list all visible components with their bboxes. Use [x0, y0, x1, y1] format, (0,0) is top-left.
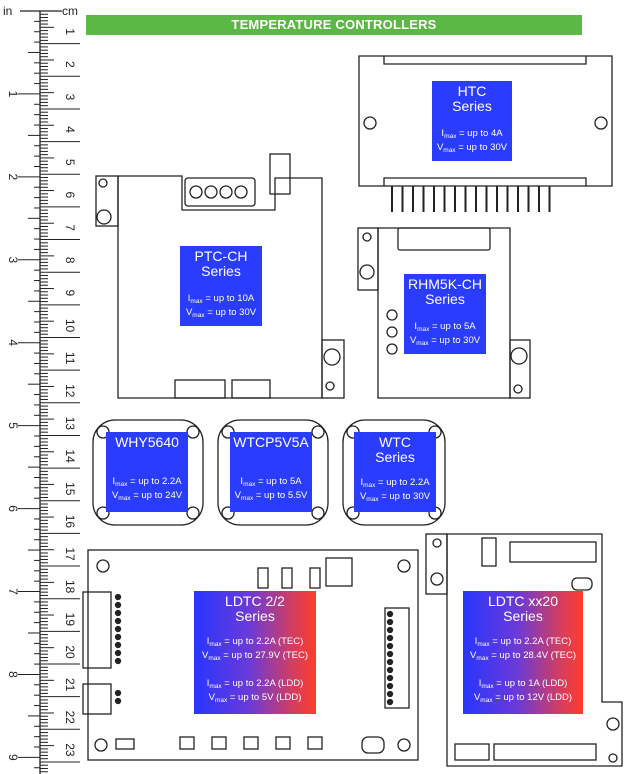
ruler-cm-label: 10 — [63, 319, 77, 333]
htc-module — [358, 55, 613, 212]
ruler-inch-label: 6 — [6, 505, 20, 512]
ruler-inch-label: 3 — [6, 256, 20, 263]
ruler-inch-label: 1 — [6, 91, 20, 98]
section-banner: TEMPERATURE CONTROLLERS — [86, 15, 582, 35]
pin — [386, 650, 394, 658]
ruler-cm-label: 15 — [63, 482, 77, 496]
htc-pins — [391, 186, 551, 212]
ruler-cm-label: 14 — [63, 449, 77, 463]
ruler-cm-label: 18 — [63, 580, 77, 594]
wtcp-module — [217, 419, 329, 526]
pin — [114, 617, 122, 625]
pin — [386, 666, 394, 674]
ruler-cm-label: 13 — [63, 417, 77, 431]
product-label-ldtcxx20: LDTC xx20 Series Imax = up to 2.2A (TEC)… — [463, 591, 583, 714]
ruler-cm-label: 22 — [63, 711, 77, 725]
pin — [386, 634, 394, 642]
product-label-htc: HTC Series Imax = up to 4A Vmax = up to … — [432, 81, 512, 161]
ruler-cm-label: 19 — [63, 613, 77, 627]
pin — [114, 633, 122, 641]
ruler-cm-label: 20 — [63, 645, 77, 659]
ruler-inch-label: 9 — [6, 754, 20, 761]
ruler-inch-label: 8 — [6, 671, 20, 678]
ruler-cm-label: 4 — [63, 126, 77, 133]
pin — [386, 626, 394, 634]
rhm-board — [357, 227, 531, 399]
ruler-cm-label: 6 — [63, 192, 77, 199]
pin — [386, 610, 394, 618]
ruler-cm-label: 8 — [63, 257, 77, 264]
pin — [386, 658, 394, 666]
pin — [386, 618, 394, 626]
ruler-cm-label: 16 — [63, 515, 77, 529]
product-label-ptc: PTC-CH Series Imax = up to 10A Vmax = up… — [180, 246, 262, 326]
ruler-cm-label: 2 — [63, 61, 77, 68]
ruler-inch-unit: in — [3, 4, 12, 18]
product-label-wtcp: WTCP5V5A Imax = up to 5A Vmax = up to 5.… — [230, 432, 312, 512]
pin — [114, 625, 122, 633]
ruler-cm-label: 12 — [63, 384, 77, 398]
pin — [386, 674, 394, 682]
pin — [114, 609, 122, 617]
pin — [114, 657, 122, 665]
pin — [114, 689, 122, 697]
ldtc22-board — [82, 549, 419, 761]
product-label-rhm: RHM5K-CH Series Imax = up to 5A Vmax = u… — [404, 274, 486, 354]
ldtc22-pins-right — [386, 610, 394, 706]
ruler-cm-label: 23 — [63, 743, 77, 757]
ruler-cm-label: 21 — [63, 678, 77, 692]
product-label-ldtc22: LDTC 2/2 Series Imax = up to 2.2A (TEC) … — [194, 591, 316, 714]
ruler-cm-label: 7 — [63, 224, 77, 231]
ruler-cm-label: 1 — [63, 28, 77, 35]
ruler-cm-label: 17 — [63, 547, 77, 561]
ruler-cm-label: 11 — [63, 352, 77, 365]
pin — [386, 642, 394, 650]
ruler-cm-unit: cm — [62, 4, 78, 18]
ruler-cm-label: 3 — [63, 94, 77, 101]
ruler-cm-label: 9 — [63, 290, 77, 297]
ruler-inch-label: 4 — [6, 339, 20, 346]
pin — [114, 649, 122, 657]
ruler-inch-label: 7 — [6, 588, 20, 595]
ldtc22-pins-left — [114, 593, 122, 705]
pin — [114, 697, 122, 705]
pin — [386, 698, 394, 706]
pin — [386, 682, 394, 690]
ptc-board — [95, 153, 345, 399]
pin — [114, 593, 122, 601]
ruler-cm-label: 5 — [63, 159, 77, 166]
ruler-inch-label: 2 — [6, 174, 20, 181]
ruler-inch-label: 5 — [6, 422, 20, 429]
product-label-wtc: WTC Series Imax = up to 2.2A Vmax = up t… — [354, 432, 436, 512]
product-label-why: WHY5640 Imax = up to 2.2A Vmax = up to 2… — [106, 432, 188, 512]
pin — [114, 641, 122, 649]
pin — [386, 690, 394, 698]
pin — [114, 601, 122, 609]
ldtcxx20-board — [425, 533, 623, 767]
